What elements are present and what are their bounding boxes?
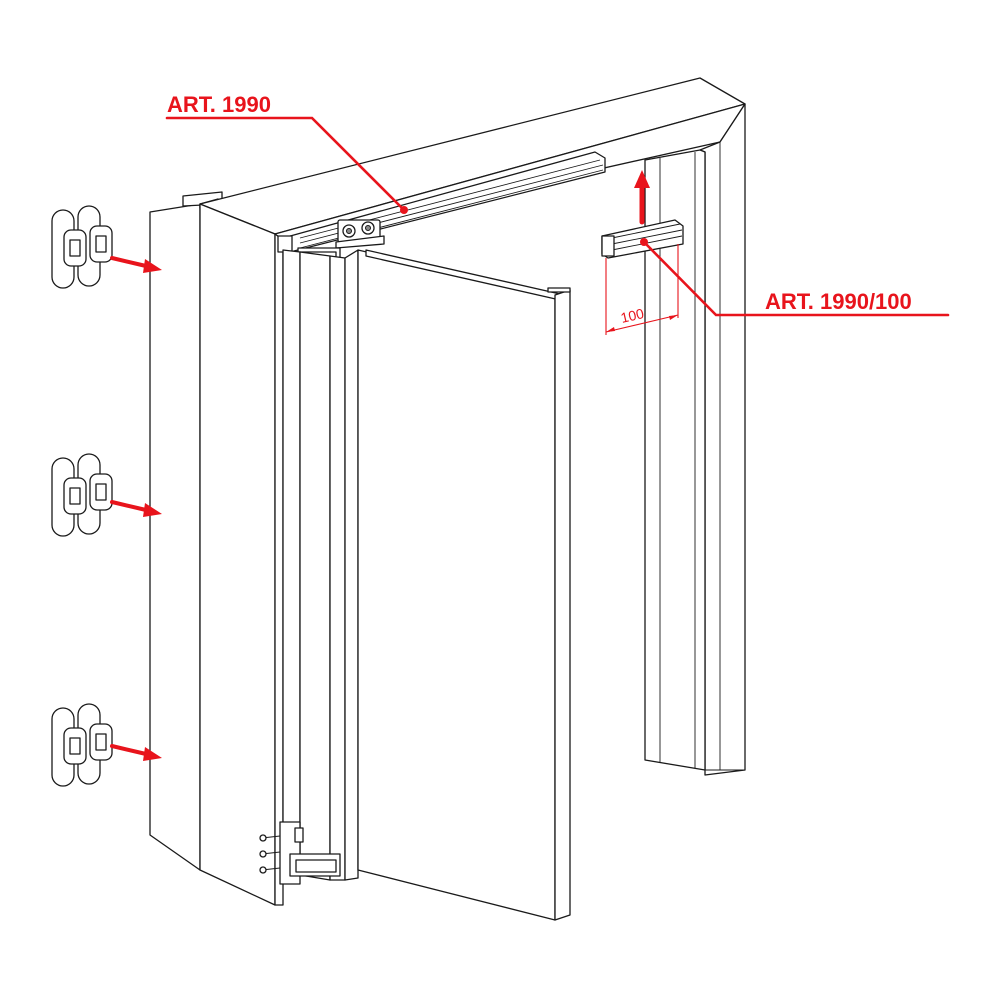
callout-track: ART. 1990	[165, 92, 408, 214]
label-art-1990: ART. 1990	[167, 92, 271, 117]
folding-door	[282, 249, 571, 921]
bottom-pivot	[259, 821, 341, 885]
hinge-bottom	[51, 703, 113, 787]
hinge-arrow-bottom	[110, 744, 162, 761]
hinge-top	[51, 205, 113, 289]
extension-up-arrow	[634, 170, 650, 225]
door-frame	[199, 77, 746, 906]
label-art-1990-100: ART. 1990/100	[765, 289, 912, 314]
dimension-label: 100	[619, 305, 646, 326]
hinge-arrow-middle	[110, 500, 162, 517]
hinge-arrow-top	[110, 256, 162, 273]
dimension-100: 100	[605, 244, 679, 335]
callout-extension: ART. 1990/100	[640, 238, 950, 317]
hinge-middle	[51, 453, 113, 537]
